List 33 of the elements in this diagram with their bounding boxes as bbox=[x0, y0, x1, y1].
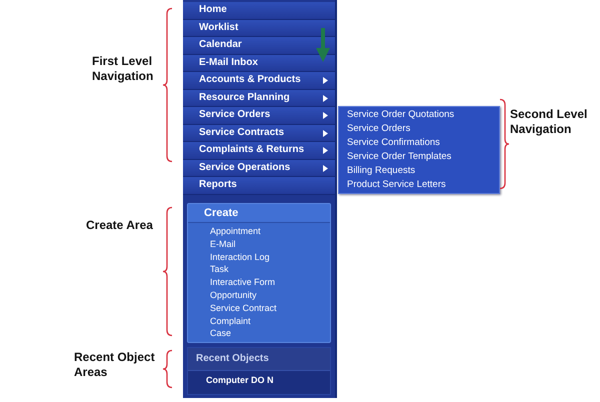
menu-item: Service Operations bbox=[183, 160, 335, 177]
submenu-item: Service Orders bbox=[346, 122, 412, 136]
menu-link: Case bbox=[210, 327, 232, 340]
menu-item: Home bbox=[183, 2, 335, 20]
menu-item: Accounts & Products bbox=[183, 72, 335, 90]
submenu-item: Billing Requests bbox=[346, 164, 416, 178]
menu-link: Computer DO N bbox=[206, 374, 274, 387]
menu-item: Service Orders bbox=[183, 107, 335, 124]
menu-link: Opportunity bbox=[210, 289, 257, 301]
annotation-text: Recent Object Areas bbox=[74, 350, 156, 380]
submenu-item: Service Order Templates bbox=[346, 150, 452, 164]
submenu-item: Service Confirmations bbox=[346, 136, 441, 150]
submenu-item: Service Order Quotations bbox=[346, 108, 456, 122]
annotation-text: Second Level Navigation bbox=[510, 107, 588, 137]
submenu-item: Product Service Letters bbox=[346, 178, 447, 192]
menu-item: Resource Planning bbox=[183, 90, 335, 107]
menu-item: Calendar bbox=[183, 37, 335, 54]
annotation-text: First Level Navigation bbox=[92, 54, 154, 84]
menu-link: Service Contract bbox=[210, 302, 277, 314]
panel-header: Create bbox=[188, 204, 330, 223]
menu-link: Appointment bbox=[210, 225, 261, 237]
menu-item: Reports bbox=[183, 177, 335, 194]
menu-item: E-Mail Inbox bbox=[183, 54, 335, 72]
annotation-text: Create Area bbox=[86, 218, 154, 233]
menu-item: Service Contracts bbox=[183, 124, 335, 142]
menu-link: Complaint bbox=[210, 314, 251, 327]
menu-link: Task bbox=[210, 263, 229, 276]
menu-link: E-Mail bbox=[210, 238, 236, 250]
menu-item: Worklist bbox=[183, 20, 335, 37]
panel-header: Recent Objects bbox=[188, 348, 330, 371]
menu-link: Interaction Log bbox=[210, 250, 270, 263]
menu-link: Interactive Form bbox=[210, 276, 276, 288]
menu-item: Complaints & Returns bbox=[183, 142, 335, 160]
